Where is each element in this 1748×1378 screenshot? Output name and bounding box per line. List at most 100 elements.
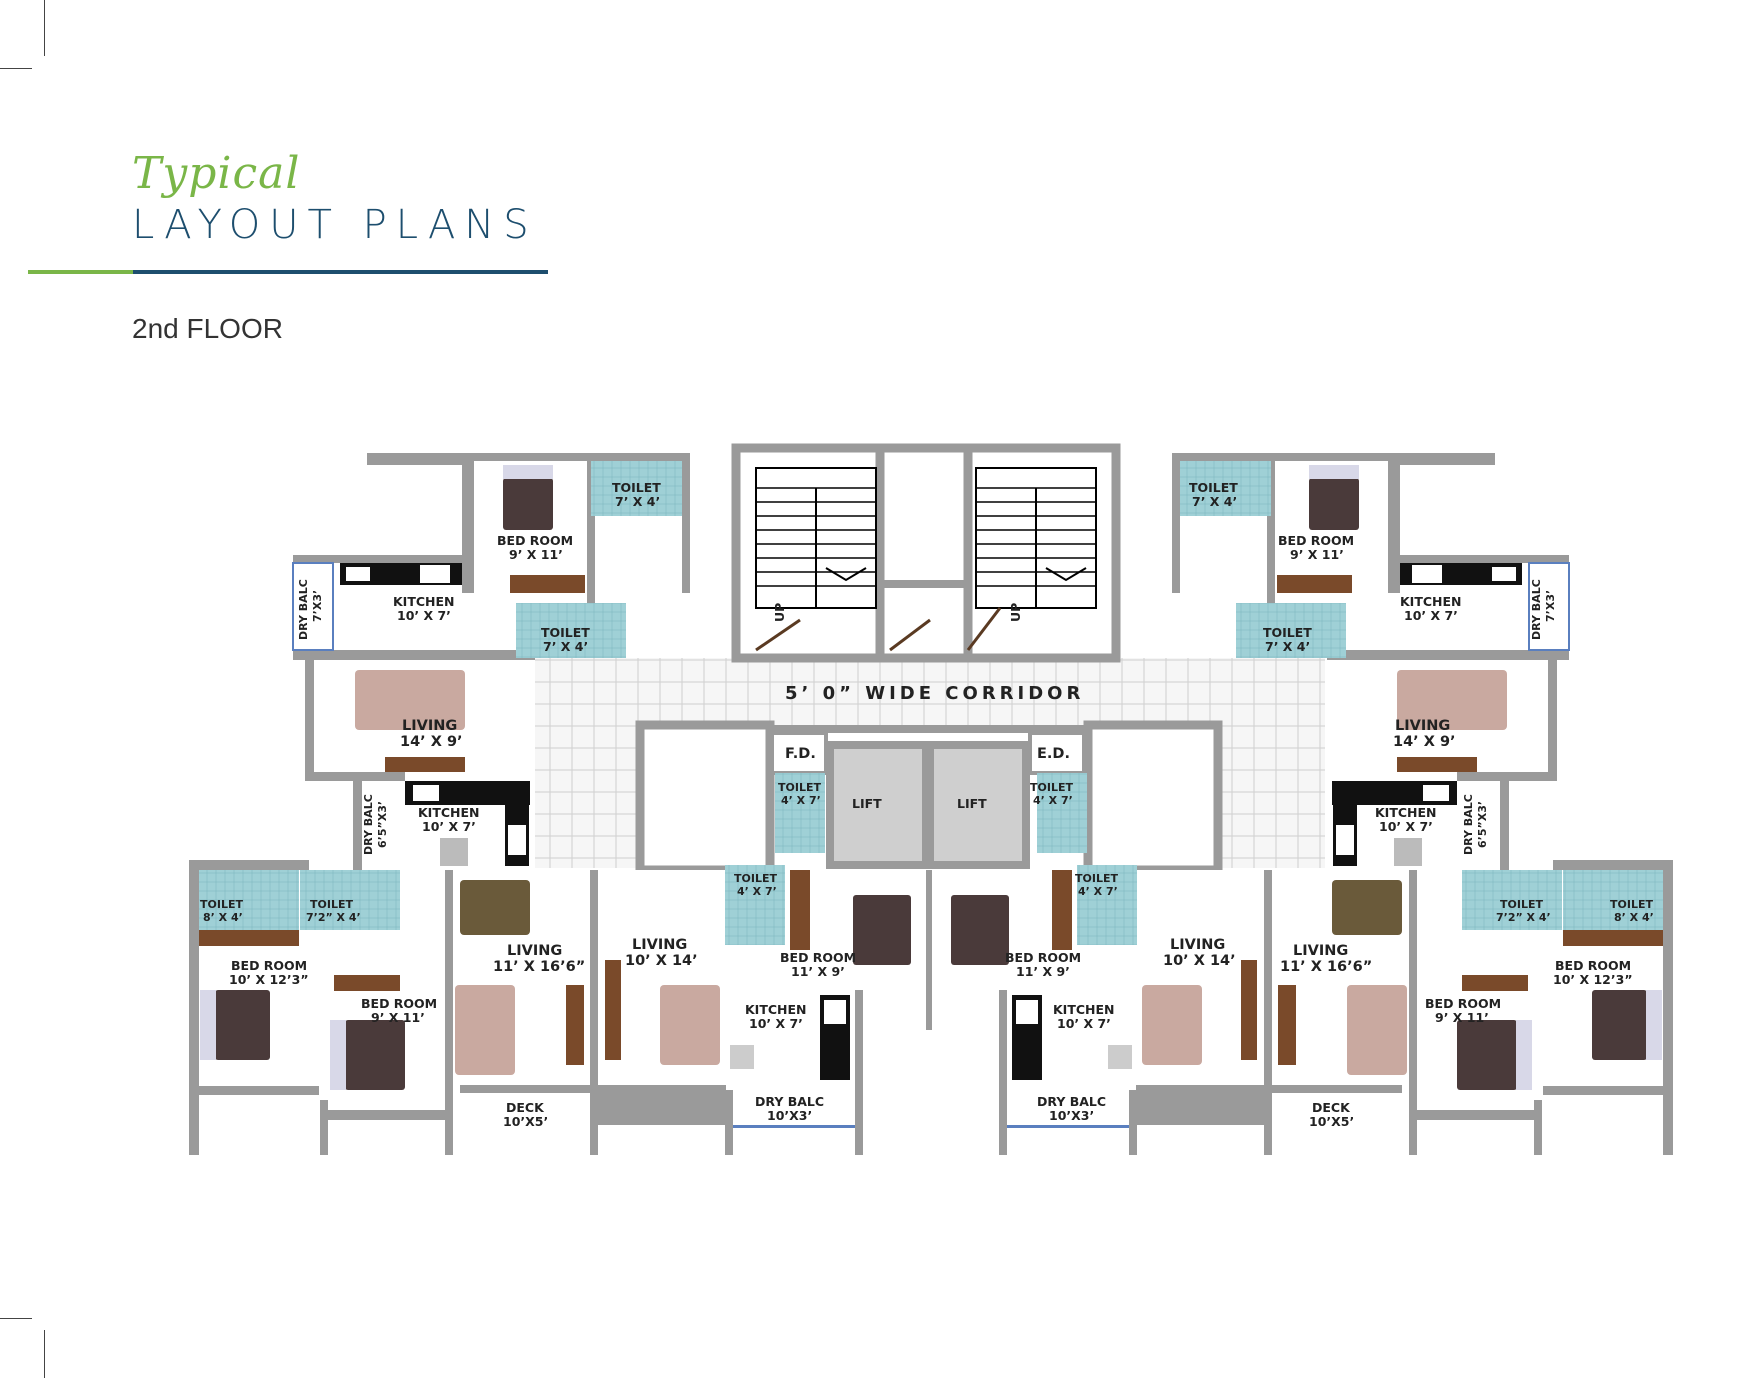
stairs-up-right: UP [1008,603,1023,622]
lw-living-big-size: 11’ X 16’6” [493,959,585,975]
lw-top-kitchen-size: 10’ X 7’ [397,608,451,623]
crop-mark [0,68,32,69]
rw-bedroom-b-size: 9’ X 11’ [1435,1010,1489,1025]
rw-bedroom-b: BED ROOM [1425,996,1501,1011]
rw-mid-kitchen: KITCHEN [1375,805,1437,820]
lw-mid-dry-balc-size: 6’5”X3’ [376,801,389,848]
rw-toilet2: TOILET [1263,625,1312,640]
rw-toilet2-size: 7’ X 4’ [1265,639,1310,654]
title-rule-green [28,270,133,274]
rw-mid-dry-balc-size: 6’5”X3’ [1476,801,1489,848]
lw-living-small: LIVING [632,937,687,953]
rw-toilet-b: TOILET [1500,898,1543,911]
rw-top-kitchen: KITCHEN [1400,594,1462,609]
lw-top-living-size: 14’ X 9’ [400,734,463,750]
rw-toilet-a: TOILET [1610,898,1653,911]
rw-core-bedroom: BED ROOM [1005,950,1081,965]
right-wing [951,453,1673,1155]
lw-bedroom-b-size: 9’ X 11’ [371,1010,425,1025]
crop-mark [44,1330,45,1378]
rw-core-bedroom-size: 11’ X 9’ [1016,964,1070,979]
lw-core-toilet2: TOILET [734,872,777,885]
rw-top-living: LIVING [1395,718,1450,734]
rw-core-kitchen: KITCHEN [1053,1002,1115,1017]
lw-mid-dry-balc: DRY BALC [362,794,375,855]
left-labels: TOILET 7’ X 4’ BED ROOM 9’ X 11’ DRY BAL… [200,480,856,1129]
rw-top-dry-balc: DRY BALC [1530,579,1543,640]
lw-top-dry-balc: DRY BALC [297,579,310,640]
title-italic: Typical [132,148,301,199]
rw-living-big-size: 11’ X 16’6” [1280,959,1372,975]
lw-core-dry-balc-size: 10’X3’ [767,1108,812,1123]
lw-top-kitchen: KITCHEN [393,594,455,609]
lw-toilet2-size: 7’ X 4’ [543,639,588,654]
rw-top-toilet: TOILET [1189,480,1238,495]
lw-core-toilet1-size: 4’ X 7’ [781,794,821,807]
lw-core-dry-balc: DRY BALC [755,1094,824,1109]
lw-top-living: LIVING [402,718,457,734]
crop-mark [0,1318,32,1319]
lw-core-toilet2-size: 4’ X 7’ [737,885,777,898]
rw-living-small-size: 10’ X 14’ [1163,953,1236,969]
lw-core-kitchen-size: 10’ X 7’ [749,1016,803,1031]
lw-deck-size: 10’X5’ [503,1114,548,1129]
lift-label-left: LIFT [852,796,882,811]
rw-top-dry-balc-size: 7’X3’ [1544,590,1557,622]
rw-toilet-b-size: 7’2” X 4’ [1496,911,1551,924]
right-labels: TOILET 7’ X 4’ BED ROOM 9’ X 11’ KITCHEN… [1005,480,1654,1129]
lw-bedroom-a-size: 10’ X 12’3” [229,972,309,987]
rw-mid-dry-balc: DRY BALC [1462,794,1475,855]
rw-living-small: LIVING [1170,937,1225,953]
rw-top-bedroom-size: 9’ X 11’ [1290,547,1344,562]
corridor-label: 5’ 0” WIDE CORRIDOR [785,683,1084,704]
lw-living-small-size: 10’ X 14’ [625,953,698,969]
rw-core-dry-balc: DRY BALC [1037,1094,1106,1109]
rw-top-living-size: 14’ X 9’ [1393,734,1456,750]
rw-core-toilet2-size: 4’ X 7’ [1078,885,1118,898]
rw-deck: DECK [1312,1100,1351,1115]
lift-core [635,720,1223,1030]
lw-top-bedroom: BED ROOM [497,533,573,548]
rw-core-toilet1-size: 4’ X 7’ [1033,794,1073,807]
page-title: LAYOUT PLANS [132,202,538,248]
lw-bedroom-a: BED ROOM [231,958,307,973]
lift-label-right: LIFT [957,796,987,811]
title-rule-blue [133,270,548,274]
lw-toilet2: TOILET [541,625,590,640]
rw-core-toilet1: TOILET [1030,781,1073,794]
rw-core-dry-balc-size: 10’X3’ [1049,1108,1094,1123]
stairs-up-left: UP [772,603,787,622]
lw-bedroom-b: BED ROOM [361,996,437,1011]
lw-living-big: LIVING [507,943,562,959]
rw-core-kitchen-size: 10’ X 7’ [1057,1016,1111,1031]
lw-top-bedroom-size: 9’ X 11’ [509,547,563,562]
lw-top-dry-balc-size: 7’X3’ [311,590,324,622]
stair-core [731,443,1121,663]
ed-label: E.D. [1037,746,1070,762]
lw-core-toilet1: TOILET [778,781,821,794]
lw-core-kitchen: KITCHEN [745,1002,807,1017]
rw-core-toilet2: TOILET [1075,872,1118,885]
lw-core-bedroom: BED ROOM [780,950,856,965]
rw-bedroom-a: BED ROOM [1555,958,1631,973]
rw-top-bedroom: BED ROOM [1278,533,1354,548]
lw-core-bedroom-size: 11’ X 9’ [791,964,845,979]
rw-mid-kitchen-size: 10’ X 7’ [1379,819,1433,834]
lw-top-toilet-size: 7’ X 4’ [615,494,660,509]
lw-mid-kitchen: KITCHEN [418,805,480,820]
rw-bedroom-a-size: 10’ X 12’3” [1553,972,1633,987]
fd-label: F.D. [785,746,816,762]
rw-top-kitchen-size: 10’ X 7’ [1404,608,1458,623]
lw-top-toilet: TOILET [612,480,661,495]
left-wing [189,453,911,1155]
lw-toilet-a: TOILET [200,898,243,911]
lw-deck: DECK [506,1100,545,1115]
rw-toilet-a-size: 8’ X 4’ [1614,911,1654,924]
rw-top-toilet-size: 7’ X 4’ [1192,494,1237,509]
lw-toilet-b-size: 7’2” X 4’ [306,911,361,924]
lw-toilet-b: TOILET [310,898,353,911]
rw-living-big: LIVING [1293,943,1348,959]
crop-mark [44,0,45,56]
lw-toilet-a-size: 8’ X 4’ [203,911,243,924]
